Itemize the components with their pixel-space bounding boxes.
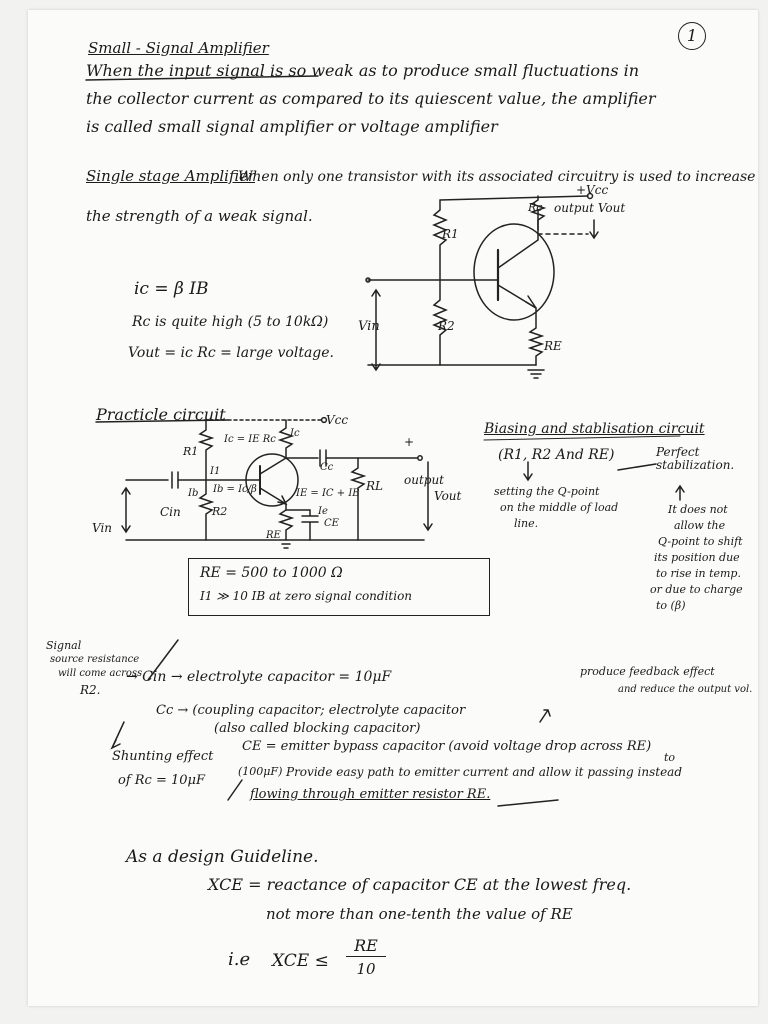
feedback-line-2: and reduce the output vol. bbox=[618, 684, 753, 695]
circuit2-ie-equation: IE = IC + IB bbox=[296, 488, 360, 499]
xce-line-2: not more than one-tenth the value of RE bbox=[266, 905, 573, 923]
intro-line-1: When the input signal is so weak as to p… bbox=[86, 61, 640, 80]
circuit2-vcc-label: Vcc bbox=[326, 413, 349, 427]
circuit2-ic-label: Ic bbox=[290, 428, 300, 439]
rc-practical bbox=[277, 419, 295, 459]
circuit2-ib-equation: Ib = Ic/β bbox=[213, 484, 257, 495]
qpoint-line-1: setting the Q-point bbox=[494, 485, 600, 498]
transistor-body bbox=[473, 223, 555, 321]
feedback-line-1: produce feedback effect bbox=[580, 665, 715, 678]
circuit2-plus-label: + bbox=[404, 435, 415, 449]
box-line-i1: I1 ≫ 10 IB at zero signal condition bbox=[200, 589, 413, 603]
heading1-underline bbox=[85, 75, 319, 81]
equation-ic: ic = β IB bbox=[134, 279, 209, 299]
shift-line-5: to rise in temp. bbox=[656, 567, 741, 580]
circuit2-re-label: RE bbox=[266, 530, 281, 541]
circuit2-i1-label: I1 bbox=[210, 466, 221, 477]
equation-rc: Rc is quite high (5 to 10kΩ) bbox=[132, 314, 329, 330]
rl-practical bbox=[349, 457, 367, 541]
shunting-line-1: Shunting effect bbox=[112, 749, 214, 764]
intro-line-3: is called small signal amplifier or volt… bbox=[86, 117, 498, 136]
circuit2-ib-label: Ib bbox=[188, 488, 199, 499]
cc-line: Cc → (coupling capacitor; electrolyte ca… bbox=[156, 703, 466, 718]
design-guideline: As a design Guideline. bbox=[126, 847, 319, 867]
circuit2-r1-label: R1 bbox=[183, 445, 199, 458]
biasing-components: (R1, R2 And RE) bbox=[498, 447, 615, 463]
re-practical bbox=[277, 503, 295, 541]
vcc-terminal bbox=[586, 192, 594, 200]
cin-capacitor bbox=[171, 471, 179, 489]
circuit2-ce-label: CE bbox=[324, 518, 339, 529]
biasing-title: Biasing and stablisation circuit bbox=[484, 421, 705, 437]
heading-practical-circuit: Practicle circuit bbox=[96, 405, 226, 424]
heading-single-stage: Single stage Amplifier bbox=[86, 167, 255, 185]
ce-line-3: flowing through emitter resistor RE. bbox=[250, 787, 491, 802]
circuit2-cc-label: Cc bbox=[320, 462, 334, 473]
circuit1-vcc-label: +Vcc bbox=[576, 183, 609, 197]
qpoint-line-2: on the middle of load bbox=[500, 501, 619, 514]
r2-resistor bbox=[432, 279, 448, 366]
ground-symbol-1 bbox=[527, 369, 545, 379]
page-number: 1 bbox=[678, 22, 706, 50]
circuit2-rc-equation: Ic = IE Rc bbox=[224, 434, 276, 445]
signal-note-3: will come across bbox=[58, 668, 143, 679]
ie-prefix: i.e bbox=[228, 949, 251, 970]
cc-capacitor bbox=[319, 449, 327, 467]
shift-line-2: allow the bbox=[674, 519, 726, 532]
signal-note-2: source resistance bbox=[50, 654, 140, 665]
circuit1-output-label: output Vout bbox=[554, 201, 626, 215]
cc-line-2: (also called blocking capacitor) bbox=[214, 721, 421, 736]
shift-line-1: It does not bbox=[668, 503, 728, 516]
circuit1-r2-label: R2 bbox=[438, 319, 455, 333]
ce-to: to bbox=[664, 751, 676, 764]
r1-practical bbox=[197, 419, 215, 481]
signal-note-1: Signal bbox=[46, 639, 82, 652]
circuit2-vin-label: Vin bbox=[92, 521, 113, 535]
re-resistor bbox=[527, 307, 545, 366]
heading-small-signal: Small - Signal Amplifier bbox=[88, 39, 269, 57]
cin-line: → Cin → electrolyte capacitor = 10μF bbox=[126, 669, 392, 685]
qpoint-line-3: line. bbox=[514, 517, 539, 530]
handwritten-drawings bbox=[85, 75, 685, 807]
shift-line-3: Q-point to shift bbox=[658, 535, 743, 548]
intro-line-2: the collector current as compared to its… bbox=[86, 89, 656, 108]
shift-line-6: or due to charge bbox=[650, 583, 743, 596]
xce-line-1: XCE = reactance of capacitor CE at the l… bbox=[208, 875, 632, 894]
biasing-perfect-stabilization: Perfect stabilization. bbox=[656, 445, 735, 473]
circuit2-r2-label: R2 bbox=[212, 505, 228, 518]
signal-note-4: R2. bbox=[80, 683, 101, 697]
ie-fraction-bar bbox=[346, 956, 386, 957]
ie-fraction-denominator: 10 bbox=[356, 960, 376, 978]
circuit2-vout-label: Vout bbox=[434, 489, 462, 503]
circuit2-rl-label: RL bbox=[366, 479, 384, 493]
practical-circuit bbox=[121, 416, 433, 549]
ie-fraction-numerator: RE bbox=[354, 936, 378, 955]
circuit1-re-label: RE bbox=[544, 339, 562, 353]
circuit1-vin-label: Vin bbox=[358, 319, 380, 334]
circuit2-output-label: output bbox=[404, 473, 445, 487]
ce-capacitor bbox=[285, 509, 319, 541]
ce-line-2: Provide easy path to emitter current and… bbox=[286, 765, 683, 779]
single-stage-circuit bbox=[365, 192, 599, 379]
notebook-page: 1 Small - Signal Amplifier When the inpu… bbox=[28, 10, 758, 1006]
ce-value: (100μF) bbox=[238, 765, 283, 778]
rc-resistor bbox=[529, 195, 547, 231]
box-line-re: RE = 500 to 1000 Ω bbox=[200, 565, 343, 581]
r1-resistor bbox=[432, 199, 448, 281]
shunting-line-2: of Rc = 10μF bbox=[118, 773, 206, 788]
single-stage-line-1: When only one transistor with its associ… bbox=[238, 169, 756, 185]
circuit2-cin-label: Cin bbox=[160, 505, 181, 519]
ce-line-1: CE = emitter bypass capacitor (avoid vol… bbox=[242, 739, 652, 754]
r2-practical bbox=[197, 479, 215, 541]
equation-vout: Vout = ic Rc = large voltage. bbox=[128, 345, 335, 361]
vcc2-terminal bbox=[320, 416, 328, 424]
single-stage-line-2: the strength of a weak signal. bbox=[86, 207, 313, 225]
ie-inequality-lhs: XCE ≤ bbox=[272, 951, 329, 971]
shift-line-4: its position due bbox=[654, 551, 740, 564]
design-condition-box bbox=[188, 558, 490, 616]
circuit2-ie-label: Ie bbox=[318, 506, 328, 517]
ground-symbol-2 bbox=[281, 543, 291, 549]
shift-line-7: to (β) bbox=[656, 599, 686, 612]
